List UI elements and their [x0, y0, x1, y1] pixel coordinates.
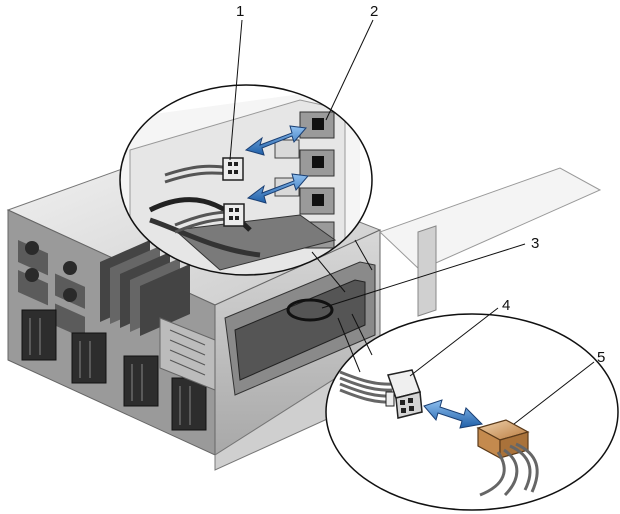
chassis-right-rail [417, 225, 437, 317]
board-socket-connector [476, 419, 539, 497]
top-inset-pointer-right [354, 239, 373, 271]
callout-2: 2 [370, 3, 378, 20]
connect-arrow-upper [244, 125, 307, 156]
callout-5: 5 [597, 349, 605, 366]
front-bezel [159, 317, 216, 391]
top-detail-inset [119, 84, 373, 276]
connect-arrow-bottom [423, 399, 484, 429]
expansion-cards [100, 240, 190, 336]
callout-4: 4 [502, 297, 510, 314]
bottom-inset-outline [325, 313, 619, 511]
callout-leaders [229, 19, 595, 425]
callout-3: 3 [531, 235, 539, 252]
bottom-detail-inset [325, 313, 619, 511]
power-supply-bays [18, 240, 85, 339]
top-inset-outline [119, 84, 373, 276]
bottom-inset-pointer-right [351, 313, 373, 356]
connect-arrow-lower [246, 173, 309, 204]
bottom-inset-pointer-left [337, 317, 361, 373]
callout-1: 1 [236, 3, 244, 20]
cable-plug-connector [385, 369, 423, 419]
server-chassis [6, 149, 602, 471]
top-inset-pointer-left [311, 251, 346, 293]
drive-bays [21, 309, 207, 431]
